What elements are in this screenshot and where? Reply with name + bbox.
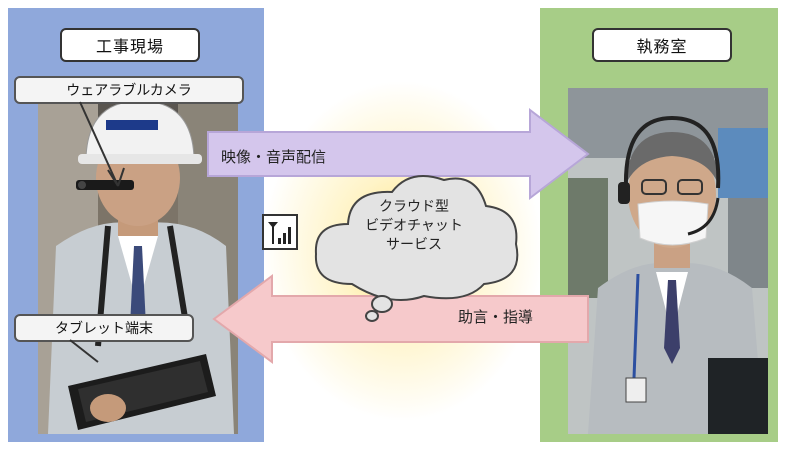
upstream-arrow-label: 映像・音声配信 [221,148,327,166]
site-title: 工事現場 [60,28,200,62]
wearable-camera-label: ウェアラブルカメラ [14,76,244,104]
office-worker-photo [568,88,768,434]
tablet-pointer [69,339,99,363]
cloud-label-line1: クラウド型 [379,199,449,215]
cloud-shape [314,175,519,322]
worker-photo [38,96,238,434]
cloud-label-line3: サービス [386,237,442,253]
office-title: 執務室 [592,28,732,62]
camera-pointer [79,101,125,187]
downstream-arrow-label: 助言・指導 [458,308,534,326]
antenna-signal-icon [262,214,298,250]
upstream-arrow [207,107,590,201]
cloud-label-line2: ビデオチャット [365,218,463,234]
diagram-frame: 映像・音声配信 助言・指導 クラウド型 ビデオチャット サービス 工事現場 執務… [8,8,778,442]
tablet-label: タブレット端末 [14,314,194,342]
cloud-label: クラウド型 ビデオチャット サービス [344,198,484,255]
downstream-arrow [212,274,589,364]
